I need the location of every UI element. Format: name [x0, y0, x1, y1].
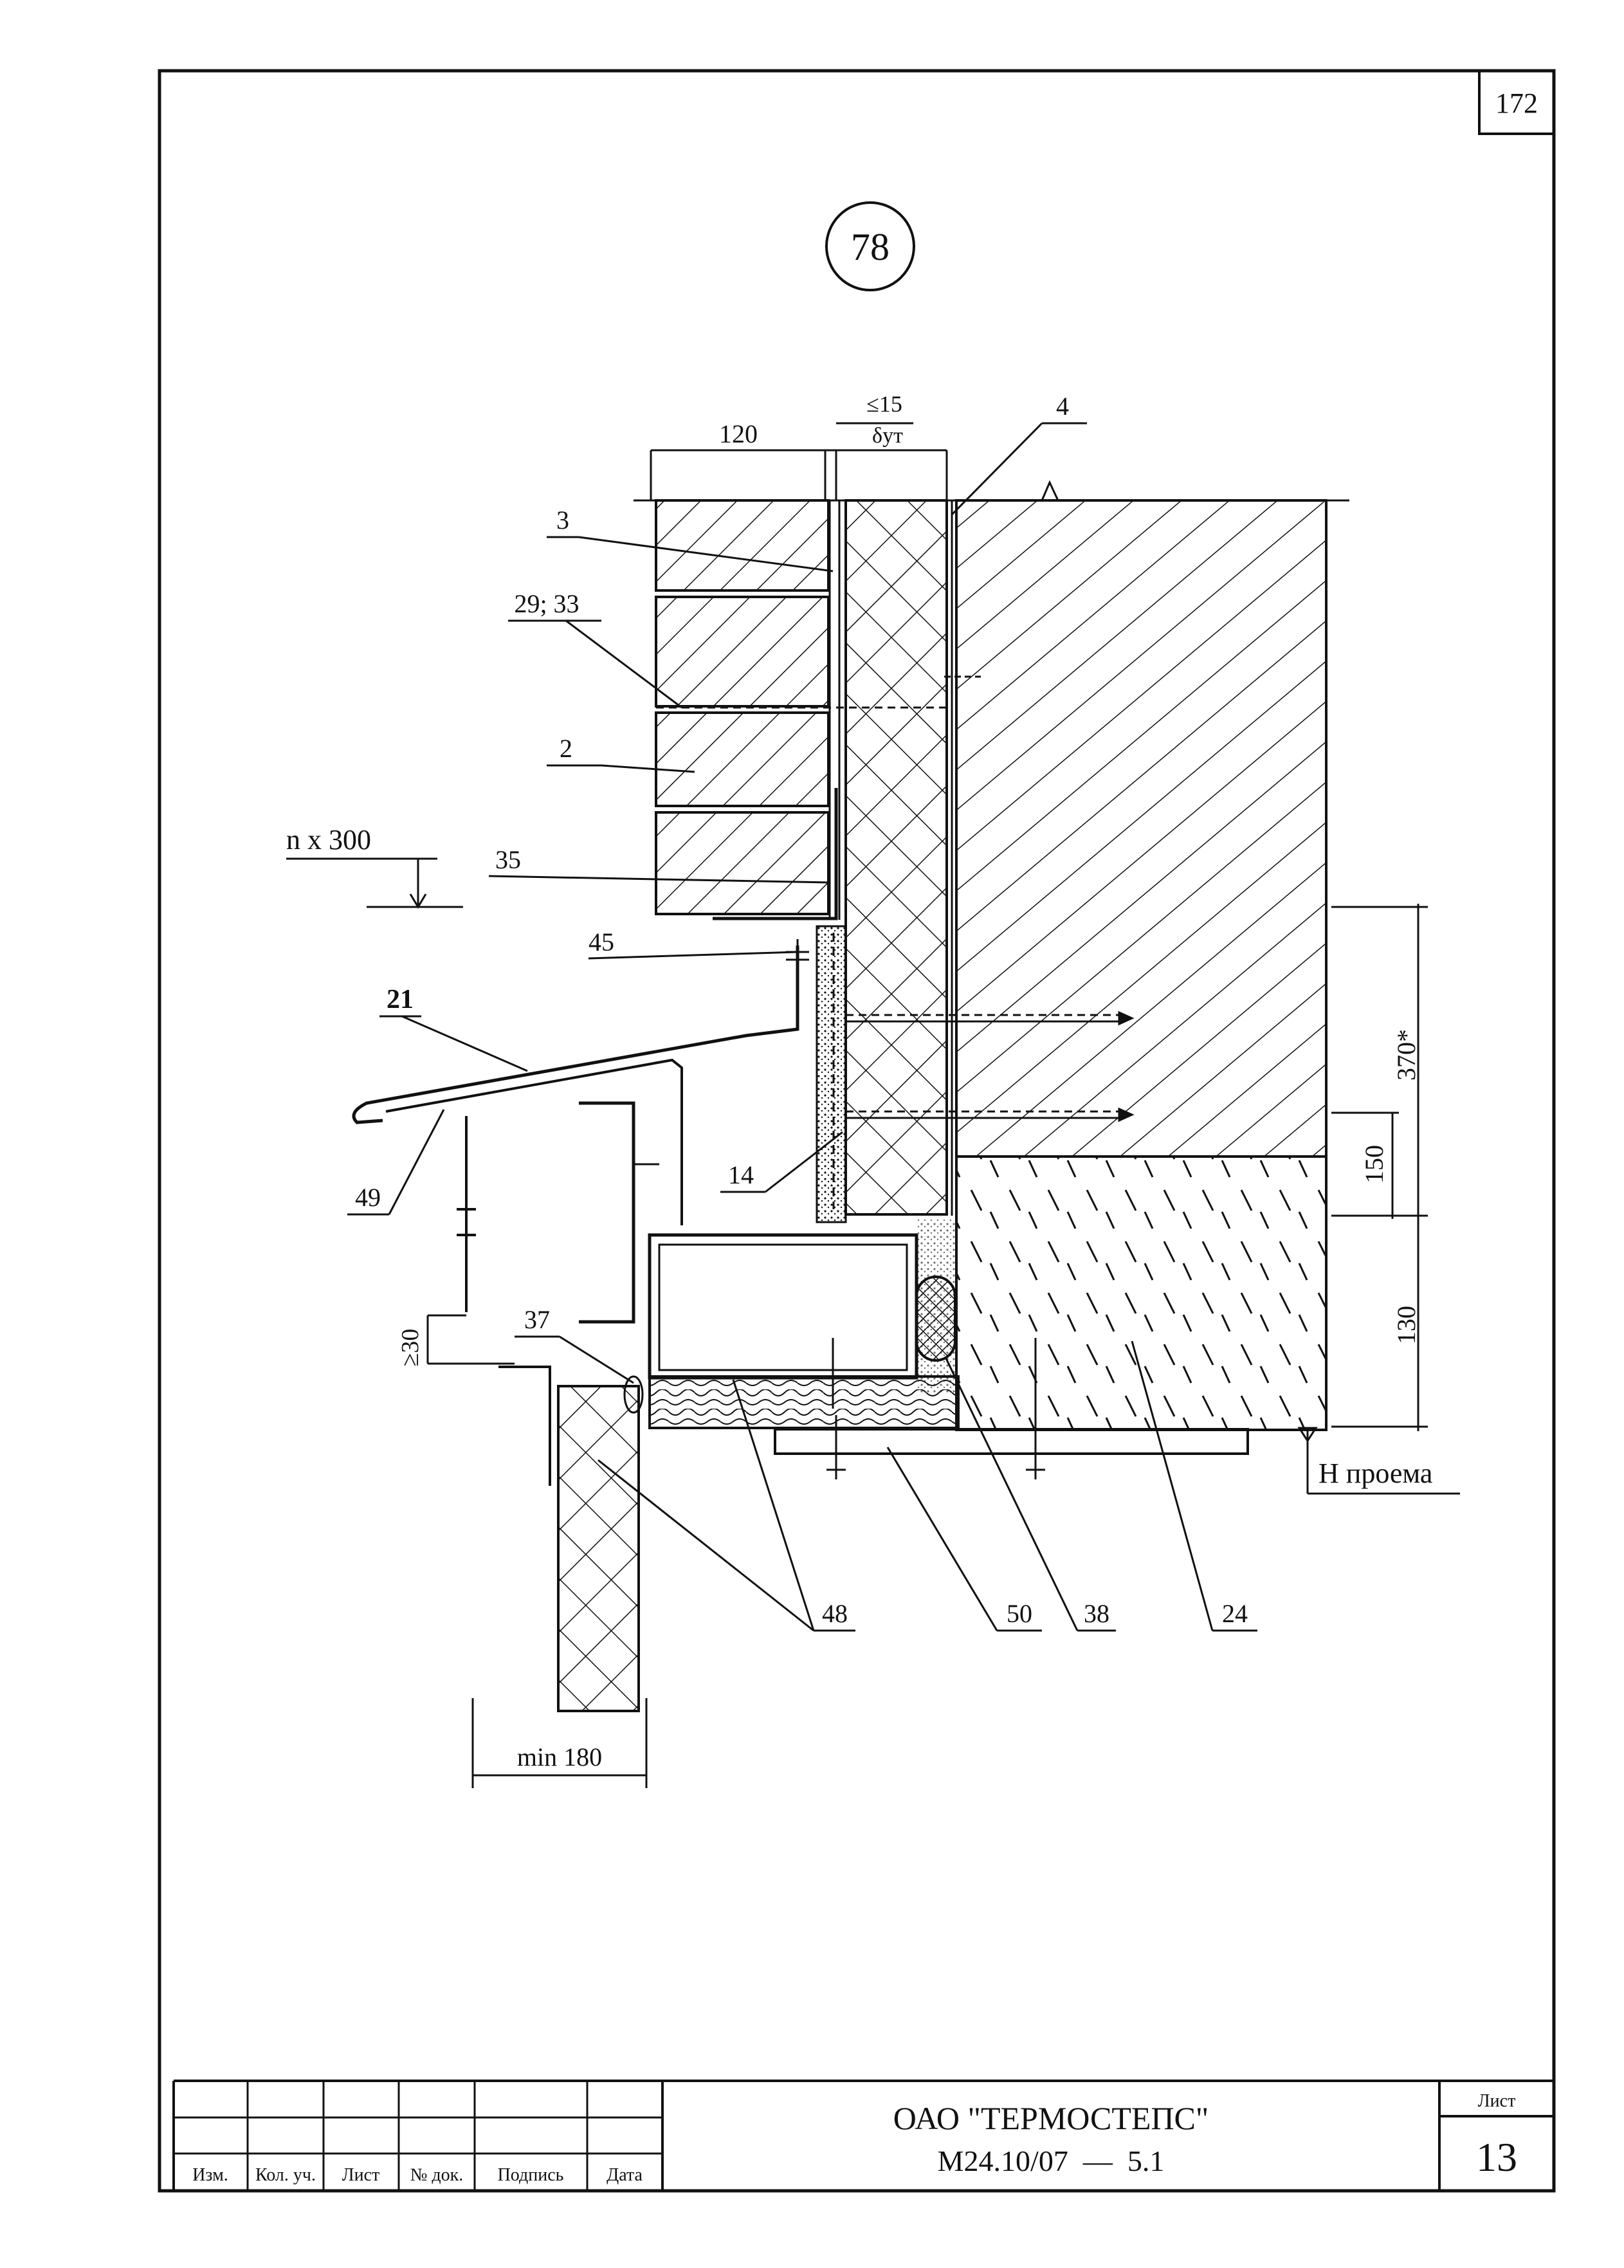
gasket-37	[623, 1375, 644, 1414]
callout-3: 3	[556, 506, 569, 535]
tb-header-kol: Кол. уч.	[255, 2165, 316, 2185]
callout-48: 48	[822, 1599, 848, 1628]
callout-21: 21	[387, 985, 414, 1014]
window-flashing	[352, 946, 799, 1124]
drip-edge	[385, 1058, 683, 1225]
opening-level-label: Н проема	[1318, 1458, 1432, 1489]
sheet-frame	[158, 69, 1556, 2193]
sill-plate	[774, 1428, 1249, 1455]
window-box	[648, 1233, 918, 1380]
callout-35: 35	[495, 845, 521, 874]
tb-header-izm: Изм.	[192, 2165, 228, 2185]
dim-brick-width: 120	[719, 419, 758, 448]
callout-24: 24	[1222, 1599, 1248, 1628]
dim-insulation: δут	[872, 424, 903, 448]
callout-29-33: 29; 33	[514, 589, 579, 618]
wooden-block	[648, 1375, 960, 1429]
lower-insulated-panel	[557, 1385, 640, 1712]
module-marker	[286, 857, 463, 909]
right-dimensions	[1331, 904, 1428, 1431]
detail-number: 78	[851, 226, 890, 268]
min-gap-dim	[426, 1314, 515, 1365]
anchors	[832, 933, 1135, 1209]
lower-flashing	[498, 1366, 551, 1486]
opening-level-marker	[1297, 1427, 1460, 1495]
sash-profile	[457, 1116, 476, 1312]
corner-number: 172	[1495, 87, 1538, 119]
title-block	[172, 2080, 1554, 2191]
leader-lines	[347, 422, 1257, 1632]
tb-organization: ОАО "ТЕРМОСТЕПС"	[893, 2100, 1209, 2136]
callout-38: 38	[1084, 1599, 1109, 1628]
dim-370: 370*	[1392, 1029, 1421, 1081]
tb-header-list: Лист	[342, 2165, 380, 2185]
dim-min180: min 180	[517, 1742, 602, 1771]
min180-dim	[471, 1698, 648, 1788]
tb-sheet-label: Лист	[1478, 2091, 1516, 2111]
main-wall	[955, 499, 1327, 1158]
tb-sheet-number: 13	[1476, 2134, 1517, 2180]
callout-4: 4	[1056, 392, 1069, 421]
tb-header-sign: Подпись	[498, 2165, 564, 2185]
callout-2: 2	[560, 734, 572, 763]
window-box-inner	[658, 1243, 908, 1371]
callout-49: 49	[355, 1183, 381, 1212]
tb-header-date: Дата	[607, 2165, 643, 2185]
lintel	[955, 1155, 1327, 1431]
detail-number-circle	[825, 201, 915, 291]
callout-37: 37	[524, 1305, 550, 1334]
dim-gap: ≤15	[866, 391, 902, 417]
callout-14: 14	[728, 1160, 754, 1189]
top-break-line	[634, 480, 1349, 502]
foam-fill	[917, 1219, 956, 1393]
callout-45: 45	[588, 928, 614, 956]
callout-50: 50	[1007, 1599, 1032, 1628]
dim-min-gap: ≥30	[397, 1329, 424, 1367]
sill-screws	[826, 1338, 1045, 1479]
top-dimensions	[650, 422, 948, 500]
tb-header-doc: № док.	[410, 2165, 464, 2185]
dim-130: 130	[1392, 1306, 1421, 1344]
support-angle	[713, 788, 838, 920]
tb-document-code: М24.10/07 — 5.1	[938, 2145, 1165, 2177]
insulation-layer	[844, 499, 948, 1216]
sealant-strip	[816, 925, 847, 1223]
module-label: n x 300	[286, 824, 371, 855]
dim-150: 150	[1360, 1145, 1389, 1184]
corner-number-box	[1478, 69, 1555, 135]
brick-facing	[655, 499, 830, 915]
frame-profile	[579, 1101, 635, 1324]
